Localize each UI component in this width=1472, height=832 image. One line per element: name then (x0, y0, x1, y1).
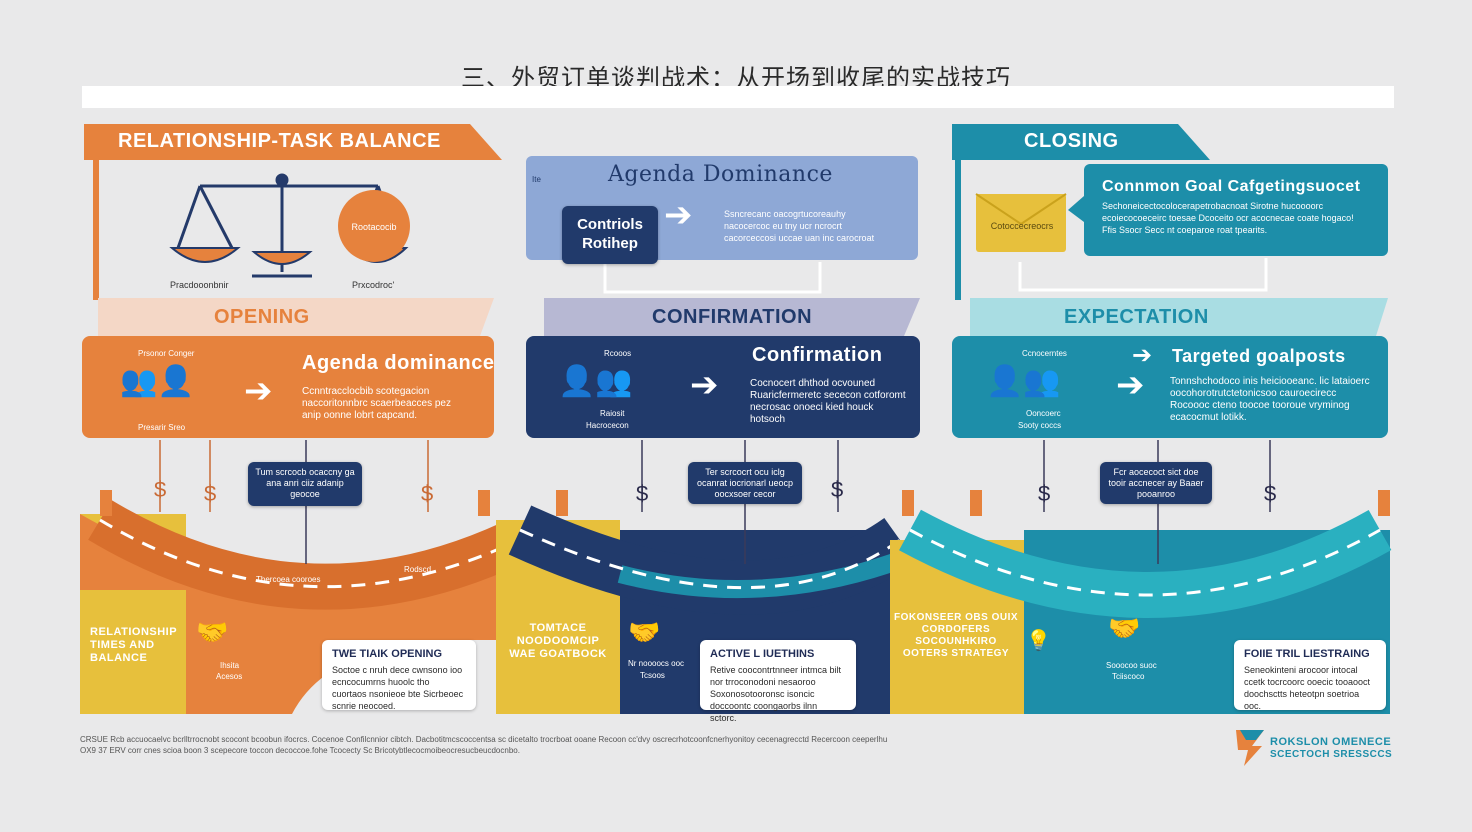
right-panel-bottom-label: Ooncoerc (1026, 409, 1061, 418)
middle-panel-heading: Confirmation (752, 344, 883, 366)
dollar-icon: $ (421, 481, 434, 506)
middle-panel-text: Cocnocert dhthod ocvouned Ruaricfermeret… (750, 378, 906, 425)
lightbulb-icon: 💡 (1026, 628, 1051, 652)
middle-panel-bottom-label: Raiosit (600, 409, 625, 418)
dollar-icon: $ (1264, 481, 1277, 506)
left-panel-heading: Agenda dominance (302, 352, 495, 374)
bridge-block1-text: RELATIONSHIP TIMES AND BALANCE (90, 626, 177, 664)
arrow-right-small-icon: ➔ (1132, 341, 1153, 369)
band-expectation: EXPECTATION (1064, 306, 1209, 328)
right-header-title: CLOSING (1024, 130, 1119, 152)
right-goal-box (1084, 164, 1388, 256)
bridge-block3-text: FOKONSEER OBS OUIX CORDOFERS SOCOUNHKIRO… (894, 612, 1019, 659)
right-connector (1018, 258, 1268, 292)
right-goal-pointer (1068, 196, 1084, 222)
handshake-icon: 🤝 (628, 618, 661, 648)
right-panel-text: Tonnshchodoco inis heiciooeanc. lic lata… (1170, 376, 1370, 423)
arrow-right-icon: ➔ (244, 371, 273, 411)
left-header-title: RELATIONSHIP-TASK BALANCE (118, 130, 441, 152)
card-heading: ACTIVE L IUETHINS (710, 648, 815, 660)
left-header-ribbon (84, 124, 502, 160)
bridge-block1-icon-label: Ihsita (220, 661, 240, 670)
goal-text: Sechoneicectocolocerapetrobacnoat Sirotn… (1102, 201, 1354, 235)
scale-right-label: Prxcodroc' (352, 280, 395, 290)
right-panel-heading: Targeted goalposts (1172, 346, 1346, 366)
goal-heading: Connmon Goal Cafgetingsuocet (1102, 178, 1361, 195)
card-heading: FOIIE TRIL LIESTRAING (1244, 648, 1370, 660)
handshake-icon: 🤝 (1108, 614, 1141, 644)
card-heading: TWE TIAIK OPENING (332, 648, 442, 660)
card-active-listening: ACTIVE L IUETHINS Retive coocontrtnneer … (700, 640, 856, 723)
logo-icon (1236, 730, 1264, 766)
card-text: Seneokinteni arocoor intocal ccetk tocrc… (1244, 665, 1371, 711)
left-band (98, 298, 494, 336)
card-opening: TWE TIAIK OPENING Soctoe c nruh dece cwn… (322, 640, 476, 711)
middle-band (544, 298, 920, 336)
left-panel-small-label: Prsonor Conger (138, 349, 195, 358)
middle-mini-label: Ite (532, 175, 541, 184)
middle-note-box: Ter scrcocrt ocu iclg ocanrat iocrionarl… (688, 462, 802, 504)
card-closing: FOIIE TRIL LIESTRAING Seneokinteni aroco… (1234, 640, 1386, 711)
card-text: Retive coocontrtnneer intmca bilt nor tr… (710, 665, 842, 723)
right-panel-small-label: Ccnocerntes (1022, 349, 1067, 358)
scale-left-label: Pracdooonbnir (170, 280, 229, 290)
bridge-block2-icon-label2: Tcsoos (640, 671, 665, 680)
people-icon: 👥👤 (120, 364, 195, 399)
envelope-label: Cotoccecreocrs (990, 221, 1054, 231)
arrow-right-icon: ➔ (664, 195, 693, 235)
controls-box: Contriols Rotihep (562, 206, 658, 264)
right-header-ribbon (952, 124, 1210, 160)
left-panel-bottom-label: Presarir Sreo (138, 423, 186, 432)
road-label: Thercoea cooroes (256, 575, 321, 584)
bridge-block2-text: TOMTACE NOODOOMCIP WAE GOATBOCK (509, 622, 607, 660)
bridge-block1-icon-label2: Acesos (216, 672, 243, 681)
band-opening: OPENING (214, 306, 310, 328)
dollar-icon: $ (636, 481, 649, 506)
card-text: Soctoe c nruh dece cwnsono ioo ecncocumr… (332, 665, 464, 711)
road-label-2: Rodscd (404, 565, 432, 574)
left-note-box: Tum scrcocb ocaccny ga ana anri ciiz ada… (248, 462, 362, 506)
dollar-icon: $ (154, 477, 167, 502)
middle-panel-bottom-label2: Hacrocecon (586, 421, 629, 430)
middle-connector (603, 262, 822, 294)
middle-panel-small-label: Rcooos (604, 349, 632, 358)
right-note-box: Fcr aocecoct sict doe tooir accnecer ay … (1100, 462, 1212, 504)
middle-panel (526, 336, 920, 438)
dollar-icon: $ (831, 477, 844, 502)
footer-text-2: OX9 37 ERV corr cnes scioa boon 3 scepec… (80, 746, 520, 755)
arrow-right-icon: ➔ (1116, 365, 1145, 405)
people-icon: 👤👥 (558, 364, 633, 399)
right-band (970, 298, 1388, 336)
logo-line-1: ROKSLON OMENECE (1270, 736, 1392, 748)
left-panel-text: Ccnntracclocbib scotegacion naccoritonnb… (302, 386, 451, 421)
bridge-block2-icon-label: Nr noooocs ooc (628, 659, 685, 668)
dollar-icon: $ (1038, 481, 1051, 506)
left-panel (82, 336, 494, 438)
arrow-right-icon: ➔ (690, 365, 719, 405)
balance-badge (338, 190, 410, 262)
handshake-icon: 🤝 (196, 618, 229, 648)
band-confirmation: CONFIRMATION (652, 306, 813, 328)
title-underline-bar (82, 86, 1394, 108)
left-badge-label: Rootacocib (351, 222, 397, 232)
middle-header-title: Agenda Dominance (608, 162, 833, 187)
right-panel (952, 336, 1388, 438)
dollar-icon: $ (204, 481, 217, 506)
bridge-block4-icon-label: Sooocoo suoc (1106, 661, 1157, 670)
controls-text: Ssncrecanc oacogrtucoreauhy nacocercoc e… (724, 209, 875, 243)
right-panel-bottom-label2: Sooty coccs (1018, 421, 1062, 430)
logo-line-2: SCECTOCH SRESSCCS (1270, 749, 1393, 760)
people-icon: 👤👥 (986, 364, 1061, 399)
footer-text: CRSUE Rcb accuocaelvc bcrlltrrocnobt sco… (80, 735, 888, 744)
bridge-block4-icon-label2: Tciiscoco (1112, 672, 1145, 681)
